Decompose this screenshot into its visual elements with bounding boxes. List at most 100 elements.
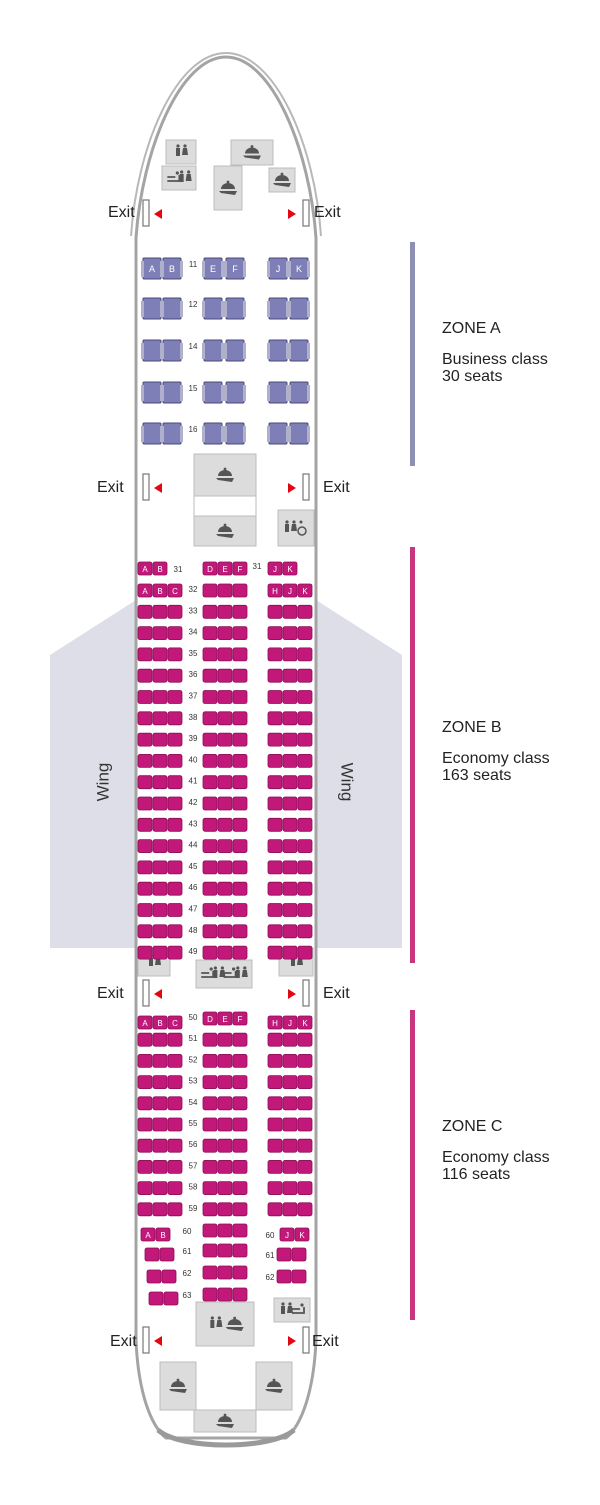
economy-seat [167,1032,183,1047]
economy-seat [232,583,248,598]
economy-seat: B [155,1227,171,1242]
economy-seat [267,604,283,619]
economy-seat: K [294,1227,310,1242]
economy-seat [167,604,183,619]
seat-letter: A [142,565,148,574]
economy-seat [202,668,218,683]
economy-seat [232,1032,248,1047]
business-seat [224,339,246,362]
economy-seat [282,817,298,832]
row-number: 39 [189,734,198,743]
economy-seat [202,732,218,747]
exit-arrow-left [154,209,162,219]
exit-arrow-right [288,209,296,219]
business-seat [224,297,246,320]
row-number: 31 [253,562,262,571]
seat-letter: F [238,565,243,574]
seat-letter: K [287,565,293,574]
economy-seat [282,1160,298,1174]
zone-a-cabin: Business class [442,351,548,368]
economy-seat [202,1075,218,1089]
economy-seat [137,668,153,683]
economy-seat [167,860,183,875]
exit-door-left [142,199,150,227]
business-seat [161,339,183,362]
business-seat: K [288,257,310,280]
economy-seat [137,796,153,811]
economy-seat [267,754,283,768]
economy-seat [267,668,283,683]
economy-seat [202,1287,218,1302]
economy-seat [137,1096,153,1111]
row-number: 56 [189,1140,198,1149]
zone-b-seats: 163 seats [442,767,512,784]
economy-seat: D [202,1011,218,1026]
economy-seat [267,860,283,875]
economy-seat: B [152,1015,168,1030]
economy-seat [267,1160,283,1174]
exit-arrow-left [154,989,162,999]
economy-seat [152,754,168,768]
economy-seat: H [267,1015,283,1030]
economy-seat [217,626,233,640]
business-seat [288,297,310,320]
row-number: 14 [189,342,198,351]
economy-seat [137,860,153,875]
row-number: 37 [189,692,198,701]
economy-seat [297,1202,313,1217]
business-seat: J [267,257,289,280]
economy-seat [137,690,153,704]
economy-seat [167,711,183,726]
economy-seat [282,796,298,811]
seat-letter: B [169,264,175,274]
row-number: 52 [189,1055,198,1064]
economy-seat [267,1075,283,1089]
economy-seat [282,1181,298,1195]
toilet-icon [210,1316,223,1328]
economy-seat [282,1202,298,1217]
seat-letter: J [276,264,281,274]
economy-seat: J [282,1015,298,1030]
row-number: 62 [266,1273,275,1282]
economy-seat [217,860,233,875]
economy-seat: C [167,1015,183,1030]
economy-seat [217,1202,233,1217]
economy-seat [232,647,248,662]
economy-seat [297,903,313,917]
economy-seat [232,1287,248,1302]
economy-seat [267,1032,283,1047]
exit-4 [142,1326,310,1354]
economy-seat [282,860,298,875]
exit-door-right [302,199,310,227]
economy-seat [282,690,298,704]
economy-seat [282,647,298,662]
economy-seat [167,690,183,704]
economy-seat [137,903,153,917]
row-number: 50 [189,1013,198,1022]
economy-seat: A [137,1015,153,1030]
economy-seat [297,881,313,896]
row-number: 60 [266,1231,275,1240]
economy-seat [267,1117,283,1132]
economy-seat [232,690,248,704]
toilet-icon [285,520,297,532]
economy-seat: E [217,561,233,576]
zone-a-info: ZONE A Business class 30 seats [442,320,548,385]
galley-icon [219,180,237,195]
seat-letter: J [288,587,292,596]
economy-seat [202,881,218,896]
economy-seat [217,775,233,790]
economy-seat [167,903,183,917]
exit-door-right [302,473,310,501]
seat-letter: J [285,1231,289,1240]
economy-seat [282,604,298,619]
baby-icon [167,171,181,182]
seat-letter: B [160,1231,165,1240]
galley-icon [243,145,261,160]
economy-seat [167,945,183,960]
economy-seat [232,860,248,875]
business-seat: F [224,257,246,280]
economy-seat: E [217,1011,233,1026]
economy-seat [232,1117,248,1132]
